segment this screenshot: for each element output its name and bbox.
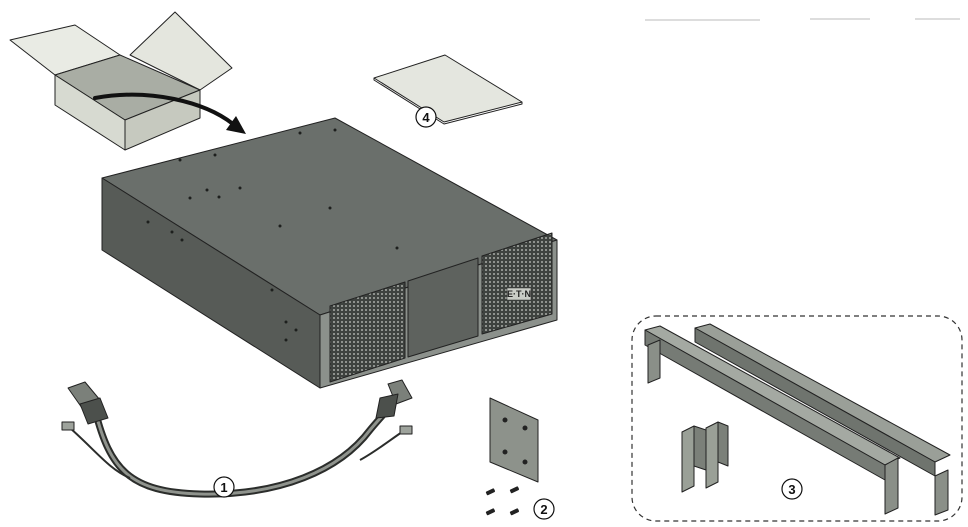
battery-unit-icon xyxy=(101,117,558,389)
arrow-icon xyxy=(93,92,235,126)
callout-1-label: 1 xyxy=(220,480,227,495)
screw-icon xyxy=(485,486,520,516)
rail-kit-frame xyxy=(631,315,963,522)
connector-left xyxy=(61,381,109,431)
connector-right xyxy=(375,379,413,435)
callout-1: 1 xyxy=(213,476,235,498)
arrow-head xyxy=(226,116,246,134)
front-grille-right xyxy=(481,232,553,335)
callout-4: 4 xyxy=(415,106,437,128)
callout-4-label: 4 xyxy=(422,110,430,125)
callout-2-label: 2 xyxy=(540,502,547,517)
front-grille-left xyxy=(329,281,406,383)
callout-2: 2 xyxy=(533,498,555,520)
cable-icon xyxy=(61,379,413,498)
unit-screws xyxy=(146,128,399,342)
brand-logo-plate xyxy=(506,287,532,301)
box-icon xyxy=(9,11,233,151)
callout-3: 3 xyxy=(781,478,803,500)
scan-residue xyxy=(645,18,960,21)
document-icon xyxy=(373,54,523,125)
callout-3-label: 3 xyxy=(788,482,795,497)
bracket-plate-icon xyxy=(489,397,539,483)
brand-logo: E·T·N xyxy=(507,289,531,299)
rail-kit-icon xyxy=(644,323,951,516)
front-center-panel xyxy=(407,257,479,358)
